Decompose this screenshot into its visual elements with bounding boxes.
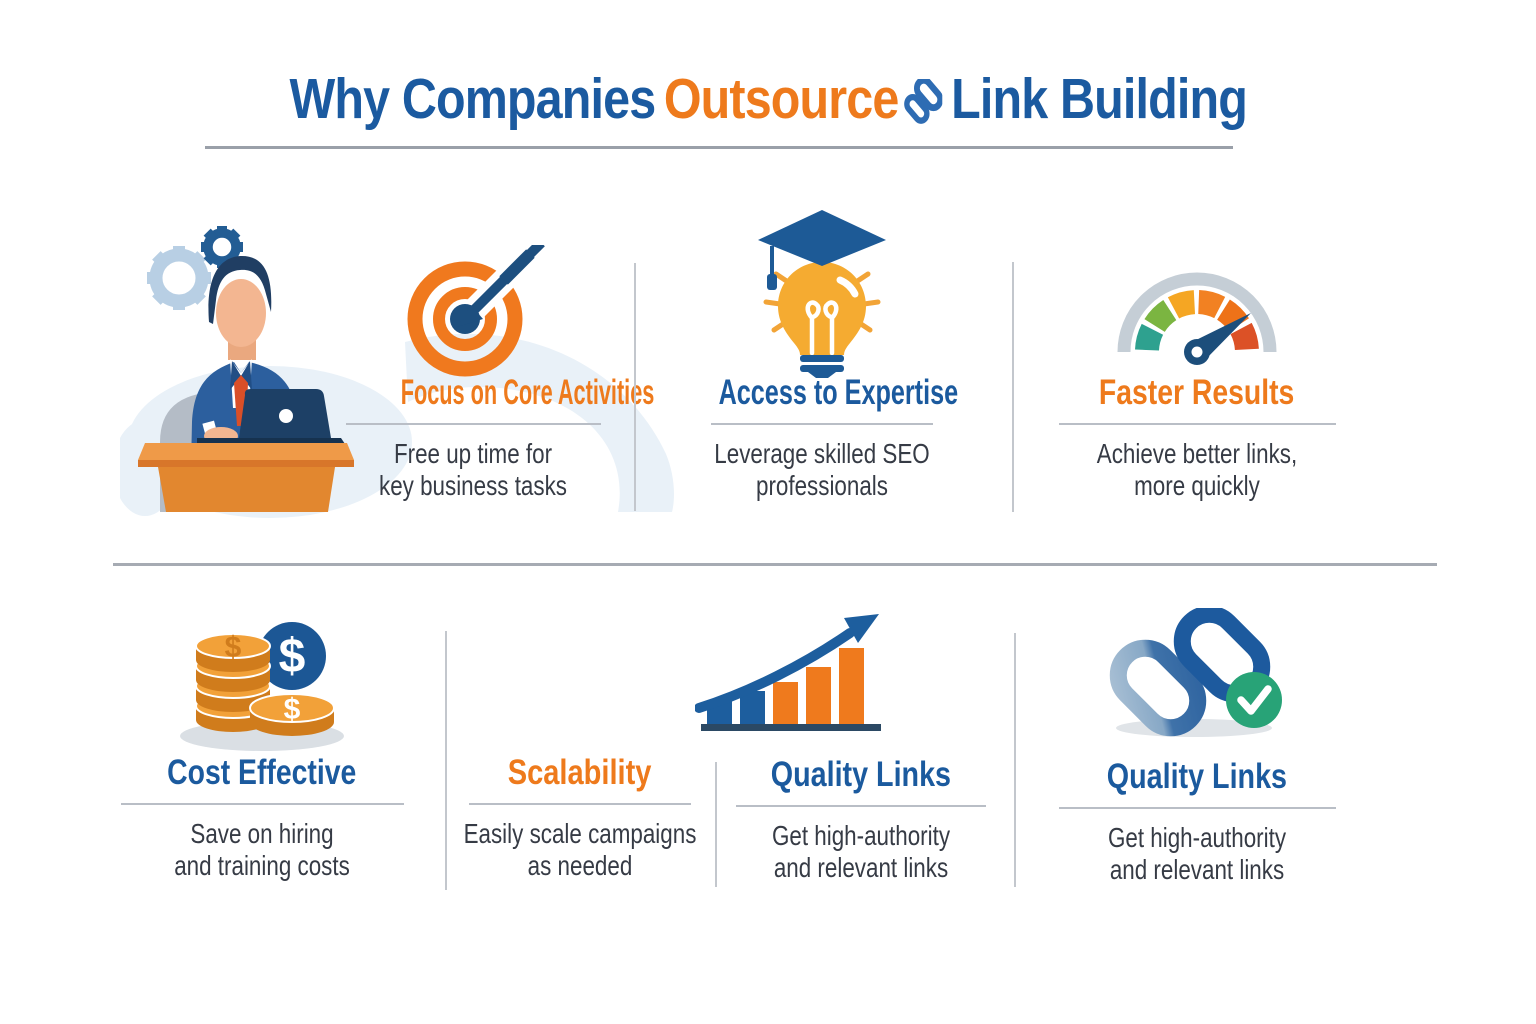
chain-link-check-icon [1109, 608, 1282, 737]
heading-underline [120, 803, 404, 805]
dollar-glyph: $ [279, 630, 306, 683]
desk [138, 443, 354, 512]
laptop [239, 389, 331, 438]
horizontal-divider [113, 563, 1437, 566]
heading-underline [469, 803, 691, 805]
section-heading: Focus on Core Activities [400, 373, 655, 412]
businessman-at-desk-illustration [120, 226, 674, 518]
section-description: Achieve better links, more quickly [1096, 438, 1298, 502]
blob-swoosh [405, 333, 674, 512]
section-heading: Faster Results [1099, 373, 1295, 412]
section-quality-links-2: Quality Links Get high-authority and rel… [1047, 756, 1347, 886]
section-faster-results: Faster Results Achieve better links, mor… [1047, 372, 1347, 502]
vertical-divider-r2-b [715, 762, 717, 887]
section-description: Leverage skilled SEO professionals [714, 438, 930, 502]
heading-underline [736, 805, 986, 807]
title-part-1: Why Companies [289, 67, 656, 131]
coin-stack: $ [195, 631, 271, 732]
section-description: Get high-authority and relevant links [1107, 822, 1287, 886]
vertical-divider-r1-b [1012, 262, 1014, 512]
heading-underline [1058, 423, 1336, 425]
title-underline [205, 146, 1233, 149]
gear-light-icon [147, 246, 211, 310]
section-heading: Quality Links [1106, 757, 1288, 796]
speedometer-icon [1117, 272, 1277, 365]
section-heading: Scalability [508, 753, 652, 792]
section-cost-effective: Cost Effective Save on hiring and traini… [112, 752, 412, 882]
page-title: Why Companies Outsource Link Building [0, 66, 1536, 132]
target-dart-icon [407, 245, 545, 377]
section-description: Get high-authority and relevant links [771, 820, 951, 884]
section-access-to-expertise: Access to Expertise Leverage skilled SEO… [672, 372, 972, 502]
lightbulb-graduation-icon [758, 210, 886, 378]
coins-icon: $ $ $ [180, 622, 344, 751]
vertical-divider-r1-a [634, 263, 636, 511]
check-circle [1226, 672, 1282, 728]
section-heading: Cost Effective [167, 753, 357, 792]
section-quality-links-1: Quality Links Get high-authority and rel… [711, 754, 1011, 884]
section-description: Free up time for key business tasks [379, 438, 567, 502]
title-part-2: Outsource [663, 67, 900, 131]
title-part-3: Link Building [950, 67, 1248, 131]
section-focus-core-activities: Focus on Core Activities Free up time fo… [323, 372, 655, 502]
vertical-divider-r2-c [1014, 633, 1016, 887]
vertical-divider-r2-a [445, 631, 447, 890]
growth-bars-arrow-icon [695, 614, 881, 731]
graduation-cap [758, 210, 886, 290]
section-description: Easily scale campaigns as needed [463, 818, 697, 882]
section-description: Save on hiring and training costs [174, 818, 350, 882]
heading-underline [1058, 807, 1336, 809]
section-heading: Access to Expertise [718, 373, 959, 412]
front-coin: $ [249, 693, 335, 736]
section-scalability: Scalability Easily scale campaigns as ne… [430, 752, 730, 882]
section-heading: Quality Links [770, 755, 952, 794]
heading-underline [711, 423, 933, 425]
dollar-glyph: $ [284, 693, 301, 726]
heading-underline [345, 423, 601, 425]
checkmark [1237, 685, 1272, 715]
dollar-glyph: $ [225, 631, 242, 664]
chain-link-icon [904, 79, 943, 124]
